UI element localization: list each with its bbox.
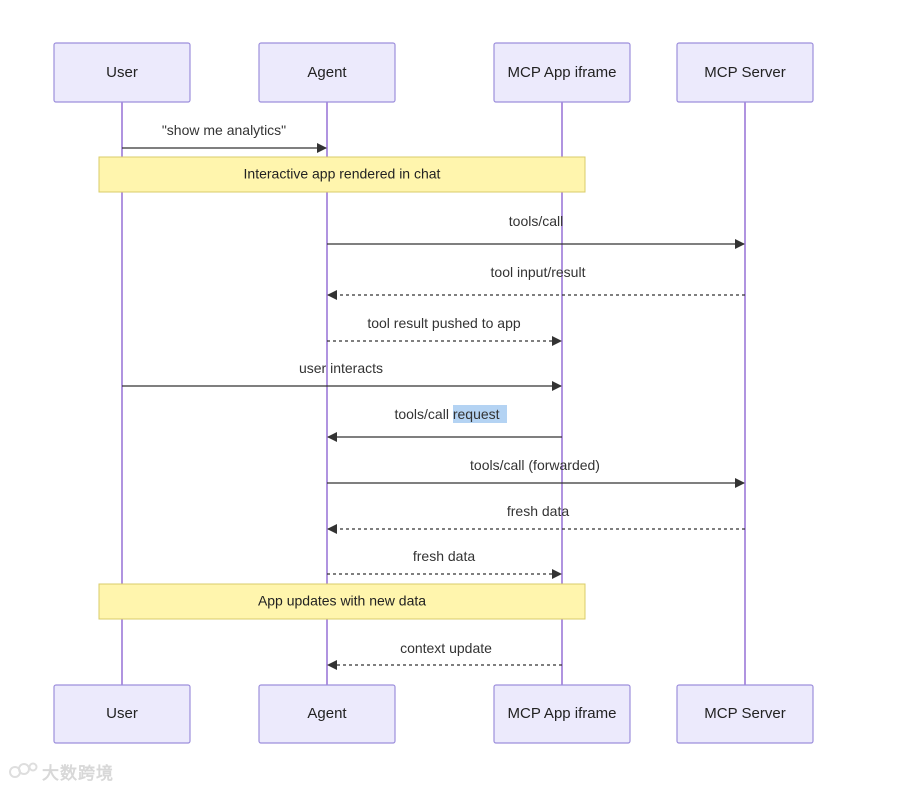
actor-box-top-mcp-server: MCP Server [676, 42, 814, 103]
actor-label: MCP Server [704, 705, 785, 722]
actor-label: Agent [307, 64, 347, 81]
actor-label: MCP App iframe [508, 705, 617, 722]
message-label-highlighted: request [453, 406, 500, 422]
message-label: user interacts [299, 360, 383, 376]
actor-box-bottom-mcp-app-iframe: MCP App iframe [493, 684, 631, 744]
message-label: tools/call [509, 213, 563, 229]
watermark-text: 大数跨境 [42, 763, 114, 784]
actor-label: MCP App iframe [508, 64, 617, 81]
actor-box-top-agent: Agent [258, 42, 396, 103]
message-label: tool result pushed to app [367, 315, 521, 331]
kjjd-logo-icon [9, 762, 38, 778]
note-label: Interactive app rendered in chat [244, 166, 441, 182]
message-label: tools/call (forwarded) [470, 457, 600, 473]
actor-label: User [106, 705, 138, 722]
actor-box-bottom-user: User [53, 684, 191, 744]
actor-label: MCP Server [704, 64, 785, 81]
actor-box-bottom-mcp-server: MCP Server [676, 684, 814, 744]
message-label: tools/call request [394, 406, 499, 422]
message-label: fresh data [413, 548, 475, 564]
message-label: tool input/result [491, 264, 586, 280]
actor-label: Agent [307, 705, 347, 722]
actor-box-top-mcp-app-iframe: MCP App iframe [493, 42, 631, 103]
message-label: context update [400, 640, 492, 656]
note-app-updates: App updates with new data [98, 583, 586, 620]
message-label: fresh data [507, 503, 569, 519]
note-label: App updates with new data [258, 593, 426, 609]
message-label-prefix: tools/call [394, 406, 452, 422]
message-label: "show me analytics" [162, 122, 286, 138]
actor-box-bottom-agent: Agent [258, 684, 396, 744]
note-interactive-app-rendered: Interactive app rendered in chat [98, 156, 586, 193]
watermark: 大数跨境 [8, 758, 114, 784]
actor-box-top-user: User [53, 42, 191, 103]
text-highlight [453, 405, 507, 423]
actor-label: User [106, 64, 138, 81]
